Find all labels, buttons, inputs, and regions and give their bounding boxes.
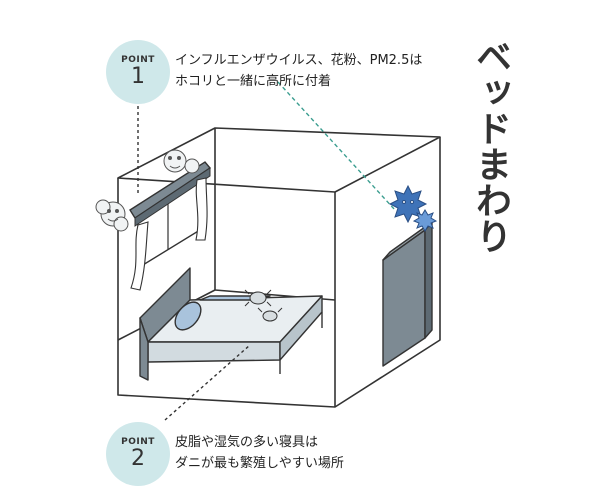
dust-cloud-icon [95,149,200,232]
point1-leader-b [277,81,396,211]
window [129,161,212,291]
point-1-line-1: インフルエンザウイルス、花粉、PM2.5は [175,53,423,68]
point-2-caption: 皮脂や湿気の多い寝具は ダニが最も繁殖しやすい場所 [175,432,344,474]
curtain-right [195,177,208,241]
bed [139,267,323,381]
virus-icon [388,184,438,232]
point-2-line-1: 皮脂や湿気の多い寝具は [175,435,319,450]
point-1-caption: インフルエンザウイルス、花粉、PM2.5は ホコリと一緒に高所に付着 [175,50,422,92]
leader-lines [137,81,396,421]
point-1-label: POINT [121,55,155,65]
point-2-label: POINT [121,437,155,447]
wardrobe [382,221,433,367]
point-1-number: 1 [131,64,145,89]
point-1-line-2: ホコリと一緒に高所に付着 [175,74,332,89]
point-2-number: 2 [131,446,145,471]
mite-icon [244,289,283,322]
pillow [174,301,202,331]
point2-leader [164,344,251,421]
point-1-badge: POINT 1 [106,40,170,104]
point-2-badge: POINT 2 [106,422,170,486]
point-2-line-2: ダニが最も繁殖しやすい場所 [175,456,344,471]
page-title: ベッドまわり [470,38,511,254]
curtain-left [130,221,149,291]
